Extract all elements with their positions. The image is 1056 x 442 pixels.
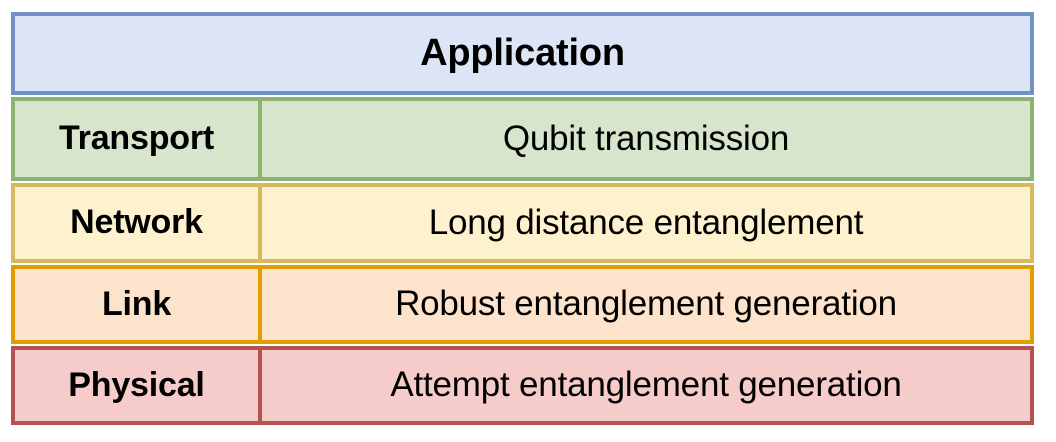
- stack-row-transport: Transport Qubit transmission: [11, 97, 1034, 181]
- stack-row-application: Application: [11, 12, 1034, 95]
- stack-row-network: Network Long distance entanglement: [11, 183, 1034, 263]
- layer-description-link: Robust entanglement generation: [258, 269, 1030, 340]
- layer-description-physical: Attempt entanglement generation: [258, 350, 1030, 421]
- layer-label-physical: Physical: [68, 365, 205, 404]
- layer-description-network: Long distance entanglement: [258, 187, 1030, 259]
- layer-description-transport: Qubit transmission: [258, 101, 1030, 177]
- layer-label-application: Application: [420, 31, 625, 74]
- stack-row-physical: Physical Attempt entanglement generation: [11, 346, 1034, 425]
- stack-row-link: Link Robust entanglement generation: [11, 265, 1034, 344]
- quantum-network-stack-diagram: Application Transport Qubit transmission…: [11, 12, 1034, 425]
- layer-label-link: Link: [101, 284, 172, 323]
- layer-label-transport: Transport: [58, 119, 214, 158]
- layer-label-network: Network: [70, 203, 203, 242]
